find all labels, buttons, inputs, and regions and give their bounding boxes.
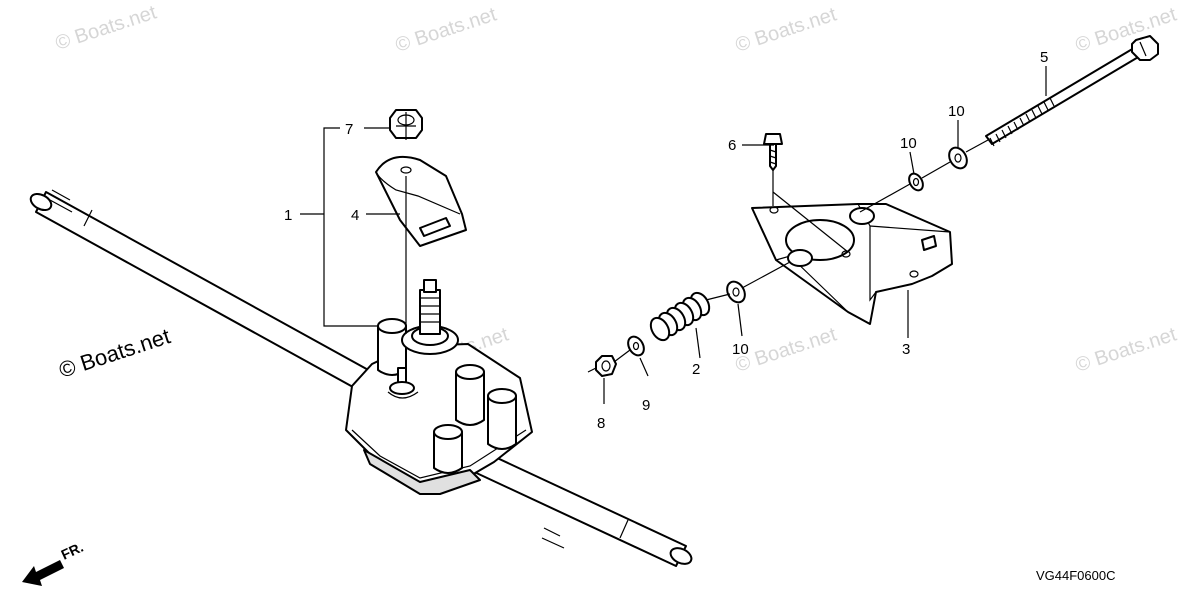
callout-9: 9 xyxy=(642,397,650,414)
watermark-dark: © Boats.net xyxy=(56,323,173,382)
part-8-nut xyxy=(595,355,617,377)
callout-labels: 7 1 4 6 5 10 10 10 2 9 8 3 xyxy=(284,49,1048,432)
callout-10: 10 xyxy=(732,341,749,358)
watermark: © Boats.net xyxy=(733,323,840,376)
part-3-bracket xyxy=(751,203,953,325)
callout-6: 6 xyxy=(728,137,736,154)
part-9-washer xyxy=(627,335,645,357)
part-6-screw xyxy=(763,133,783,171)
part-10-washers xyxy=(726,146,968,304)
watermark: © Boats.net xyxy=(733,3,840,56)
assembly-lines xyxy=(300,66,1047,404)
front-direction-indicator: FR. xyxy=(22,539,86,586)
part-4-plate xyxy=(375,156,467,334)
callout-4: 4 xyxy=(351,207,359,224)
callout-8: 8 xyxy=(597,415,605,432)
callout-1: 1 xyxy=(284,207,292,224)
callout-2: 2 xyxy=(692,361,700,378)
shaft xyxy=(29,189,693,567)
diagram-code: VG44F0600C xyxy=(1036,568,1116,583)
watermark: © Boats.net xyxy=(1073,323,1180,376)
callout-10: 10 xyxy=(900,135,917,152)
callout-7: 7 xyxy=(345,121,353,138)
watermark: © Boats.net xyxy=(393,3,500,56)
gear-case xyxy=(345,279,533,495)
watermark-layer: © Boats.net © Boats.net © Boats.net © Bo… xyxy=(53,1,1180,382)
callout-3: 3 xyxy=(902,341,910,358)
front-label: FR. xyxy=(59,539,86,563)
part-5-bolt xyxy=(985,35,1159,147)
callout-5: 5 xyxy=(1040,49,1048,66)
callout-10: 10 xyxy=(948,103,965,120)
part-2-spring xyxy=(649,291,711,342)
arrow-icon xyxy=(22,560,64,586)
watermark: © Boats.net xyxy=(53,1,160,54)
watermark: © Boats.net xyxy=(1073,3,1180,56)
